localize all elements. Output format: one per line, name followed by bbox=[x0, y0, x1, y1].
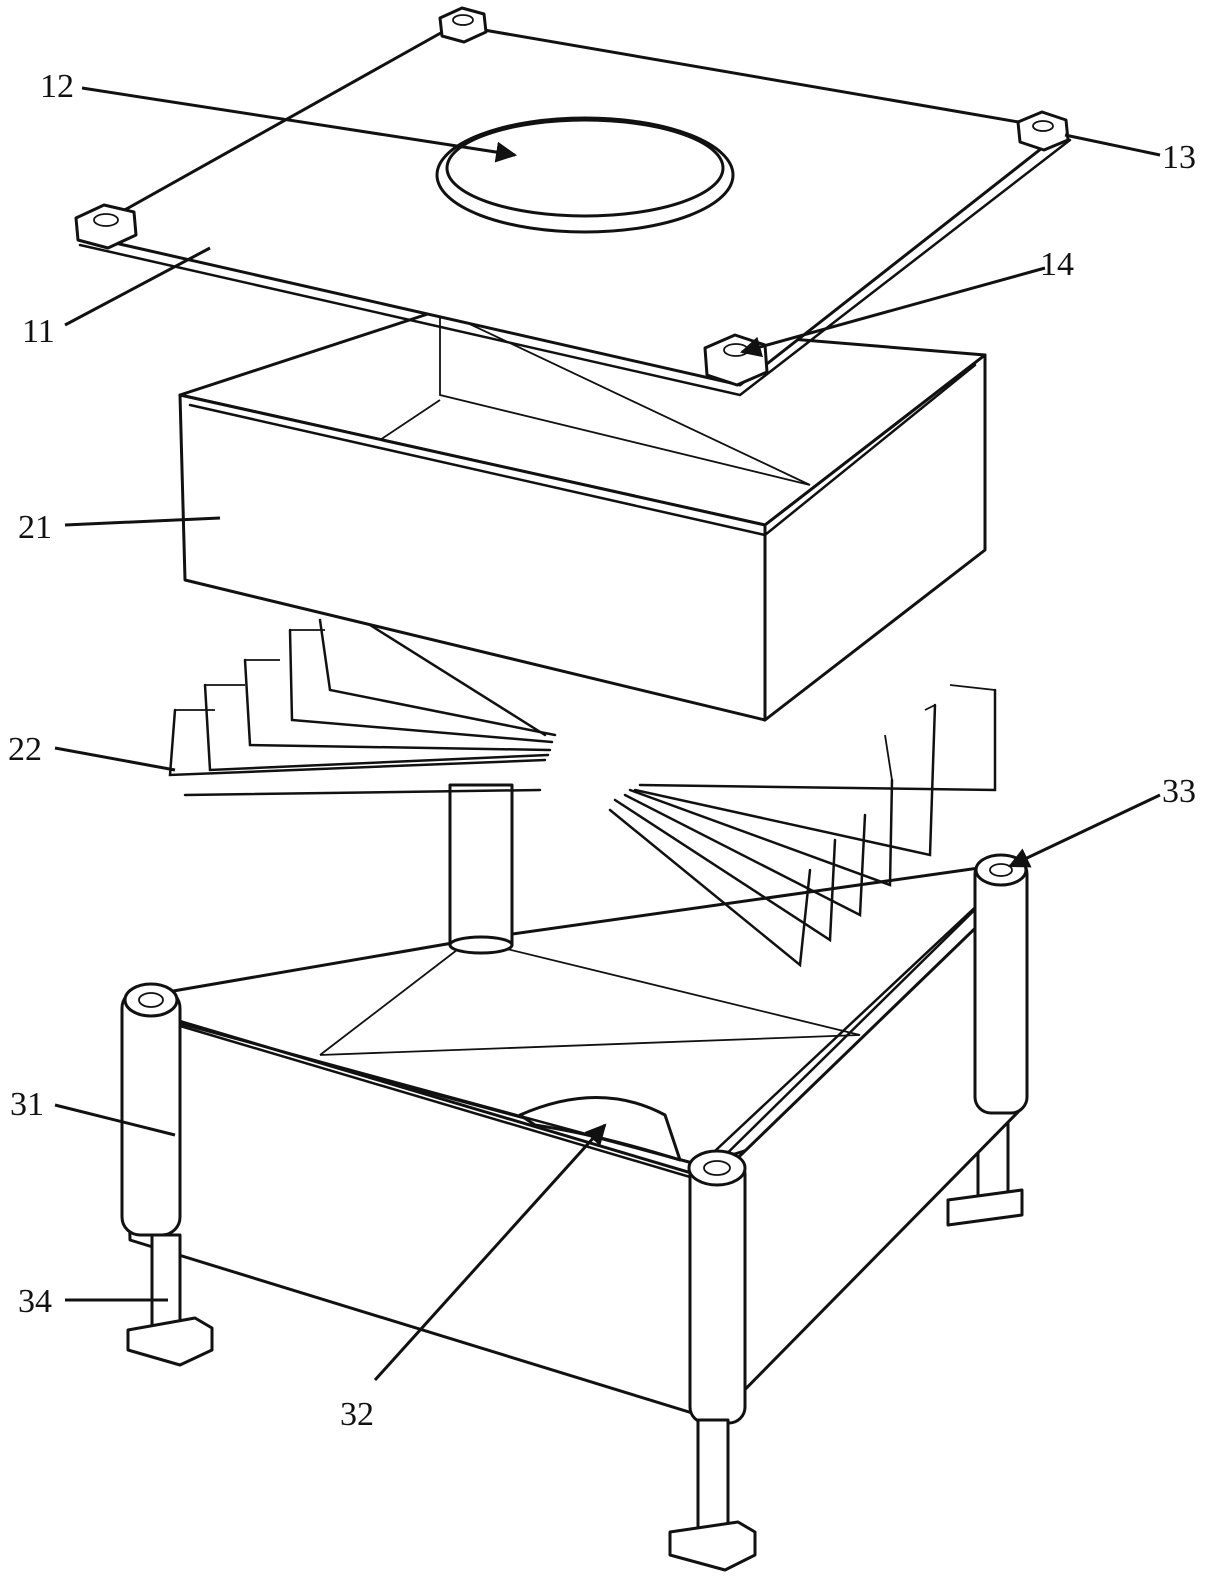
label-34: 34 bbox=[18, 1283, 52, 1320]
label-14: 14 bbox=[1040, 246, 1074, 283]
leg-front bbox=[668, 1418, 757, 1572]
label-31: 31 bbox=[10, 1086, 44, 1123]
label-33: 33 bbox=[1162, 773, 1196, 810]
callout-22: 22 bbox=[8, 731, 176, 772]
callout-34: 34 bbox=[18, 1283, 168, 1320]
pin-bundle-right bbox=[608, 684, 997, 968]
callout-32: 32 bbox=[340, 1123, 607, 1433]
label-21: 21 bbox=[18, 509, 52, 546]
label-11: 11 bbox=[22, 313, 55, 350]
callout-11: 11 bbox=[22, 246, 211, 350]
label-12: 12 bbox=[40, 68, 74, 105]
callout-13: 13 bbox=[1064, 133, 1196, 176]
upper-box bbox=[178, 308, 987, 722]
callout-14: 14 bbox=[739, 246, 1074, 358]
cover-plate bbox=[74, 6, 1072, 397]
center-column bbox=[448, 783, 514, 947]
base-corner-post-right bbox=[973, 853, 1029, 1115]
nut-left bbox=[74, 203, 138, 250]
base-corner-post-front bbox=[687, 1149, 747, 1425]
nut-top bbox=[438, 6, 488, 44]
base-corner-post-left bbox=[120, 982, 182, 1237]
label-32: 32 bbox=[340, 1396, 374, 1433]
base-box bbox=[120, 853, 1029, 1572]
callout-33: 33 bbox=[1008, 773, 1196, 868]
callout-31: 31 bbox=[10, 1086, 176, 1137]
callout-21: 21 bbox=[18, 509, 221, 546]
callout-12: 12 bbox=[40, 68, 518, 163]
nut-front bbox=[703, 333, 769, 387]
leg-left bbox=[126, 1233, 214, 1367]
pin-bundle-left bbox=[168, 618, 557, 797]
nut-right bbox=[1016, 110, 1070, 152]
label-22: 22 bbox=[8, 731, 42, 768]
label-13: 13 bbox=[1162, 139, 1196, 176]
ring bbox=[435, 116, 735, 234]
